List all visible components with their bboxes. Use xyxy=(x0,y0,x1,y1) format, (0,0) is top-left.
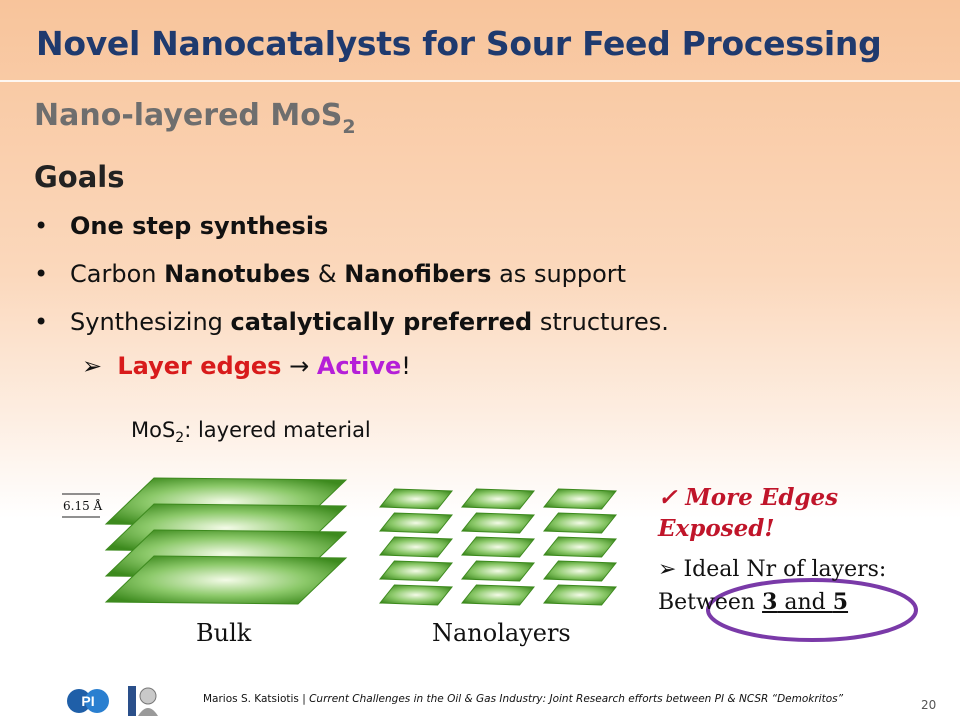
ncsr-logo-icon xyxy=(128,686,158,716)
nano-sheet xyxy=(460,488,536,510)
footer-event: Current Challenges in the Oil & Gas Indu… xyxy=(309,693,844,705)
active-text: Active xyxy=(316,352,402,380)
nano-sheet xyxy=(542,536,618,558)
goals-heading: Goals xyxy=(34,160,125,194)
bullet-marker: • xyxy=(34,212,49,240)
bullet-text: Carbon xyxy=(70,260,165,288)
bullet-marker: • xyxy=(34,308,49,336)
page-number: 20 xyxy=(921,698,937,712)
bullet-text: as support xyxy=(491,260,627,288)
mos2-text-rest: : layered material xyxy=(184,418,371,442)
layer-edges-text: Layer edges xyxy=(117,352,282,380)
nano-sheet xyxy=(378,560,454,582)
ideal-num-5: 5 xyxy=(832,589,849,615)
ideal-line1: ➢ Ideal Nr of layers: xyxy=(658,557,886,582)
bullet-text: One step synthesis xyxy=(70,212,329,240)
sub-bullet-active: ➢ Layer edges → Active! xyxy=(82,352,411,380)
ideal-range: 3 and 5 xyxy=(762,589,848,615)
nano-sheet xyxy=(542,560,618,582)
exclamation: ! xyxy=(401,352,411,380)
nano-sheet xyxy=(378,488,454,510)
footer-author: Marios S. Katsiotis xyxy=(203,693,299,705)
nano-sheets xyxy=(378,488,618,606)
nano-sheet xyxy=(542,512,618,534)
nano-sheet xyxy=(378,536,454,558)
between-text: Between xyxy=(658,590,763,615)
more-edges-text: More Edges xyxy=(685,484,839,511)
ideal-marker: ➢ xyxy=(658,557,677,582)
sub-bullet-marker: ➢ xyxy=(82,352,103,380)
check-icon: ✓ xyxy=(658,484,678,511)
bullet-support: • Carbon Nanotubes & Nanofibers as suppor… xyxy=(34,260,626,288)
nano-sheet xyxy=(460,536,536,558)
bullet-one-step: • One step synthesis xyxy=(34,212,328,240)
footer-text: Marios S. Katsiotis | Current Challenges… xyxy=(203,693,843,705)
subtitle-subscript: 2 xyxy=(342,116,356,138)
bulk-sheets xyxy=(104,477,348,605)
slide-title: Novel Nanocatalysts for Sour Feed Proces… xyxy=(36,24,882,63)
bulk-label: Bulk xyxy=(196,619,252,647)
bullet-bold: Nanotubes xyxy=(164,260,311,288)
ideal-line2: Between 3 and 5 xyxy=(658,589,848,615)
bulk-sheet xyxy=(104,555,348,605)
slide-subtitle: Nano-layered MoS2 xyxy=(34,98,356,138)
nano-sheet xyxy=(542,488,618,510)
nano-sheet xyxy=(542,584,618,606)
ideal-num-3: 3 xyxy=(762,589,778,615)
title-divider xyxy=(0,80,960,82)
bullet-marker: • xyxy=(34,260,49,288)
bullet-synthesizing: • Synthesizing catalytically preferred st… xyxy=(34,308,669,336)
footer-separator: | xyxy=(298,693,310,705)
nano-sheet xyxy=(378,512,454,534)
nano-sheet xyxy=(378,584,454,606)
more-edges-line1: ✓ More Edges xyxy=(658,484,838,511)
arrow-icon: → xyxy=(289,352,310,380)
nano-sheet xyxy=(460,512,536,534)
mos2-subscript: 2 xyxy=(175,430,185,447)
bullet-bold: Nanofibers xyxy=(344,260,492,288)
nanolayers-label: Nanolayers xyxy=(432,619,571,647)
more-edges-line2: Exposed! xyxy=(658,515,775,542)
pi-logo: PI xyxy=(67,689,109,713)
bullet-text: structures. xyxy=(532,308,669,336)
ideal-text: Ideal Nr of layers: xyxy=(683,557,887,582)
nano-sheet xyxy=(460,560,536,582)
scale-label: 6.15 Å xyxy=(63,499,103,513)
ideal-and: and xyxy=(777,590,833,615)
bullet-text: & xyxy=(310,260,345,288)
subtitle-text: Nano-layered MoS xyxy=(34,98,343,133)
pi-logo-text: PI xyxy=(81,693,94,709)
highlight-circle xyxy=(706,578,918,642)
bullet-text: Synthesizing xyxy=(70,308,231,336)
bullet-bold: catalytically preferred xyxy=(230,308,533,336)
nano-sheet xyxy=(460,584,536,606)
mos2-label: MoS2: layered material xyxy=(131,418,371,446)
mos2-text: MoS xyxy=(131,418,176,442)
